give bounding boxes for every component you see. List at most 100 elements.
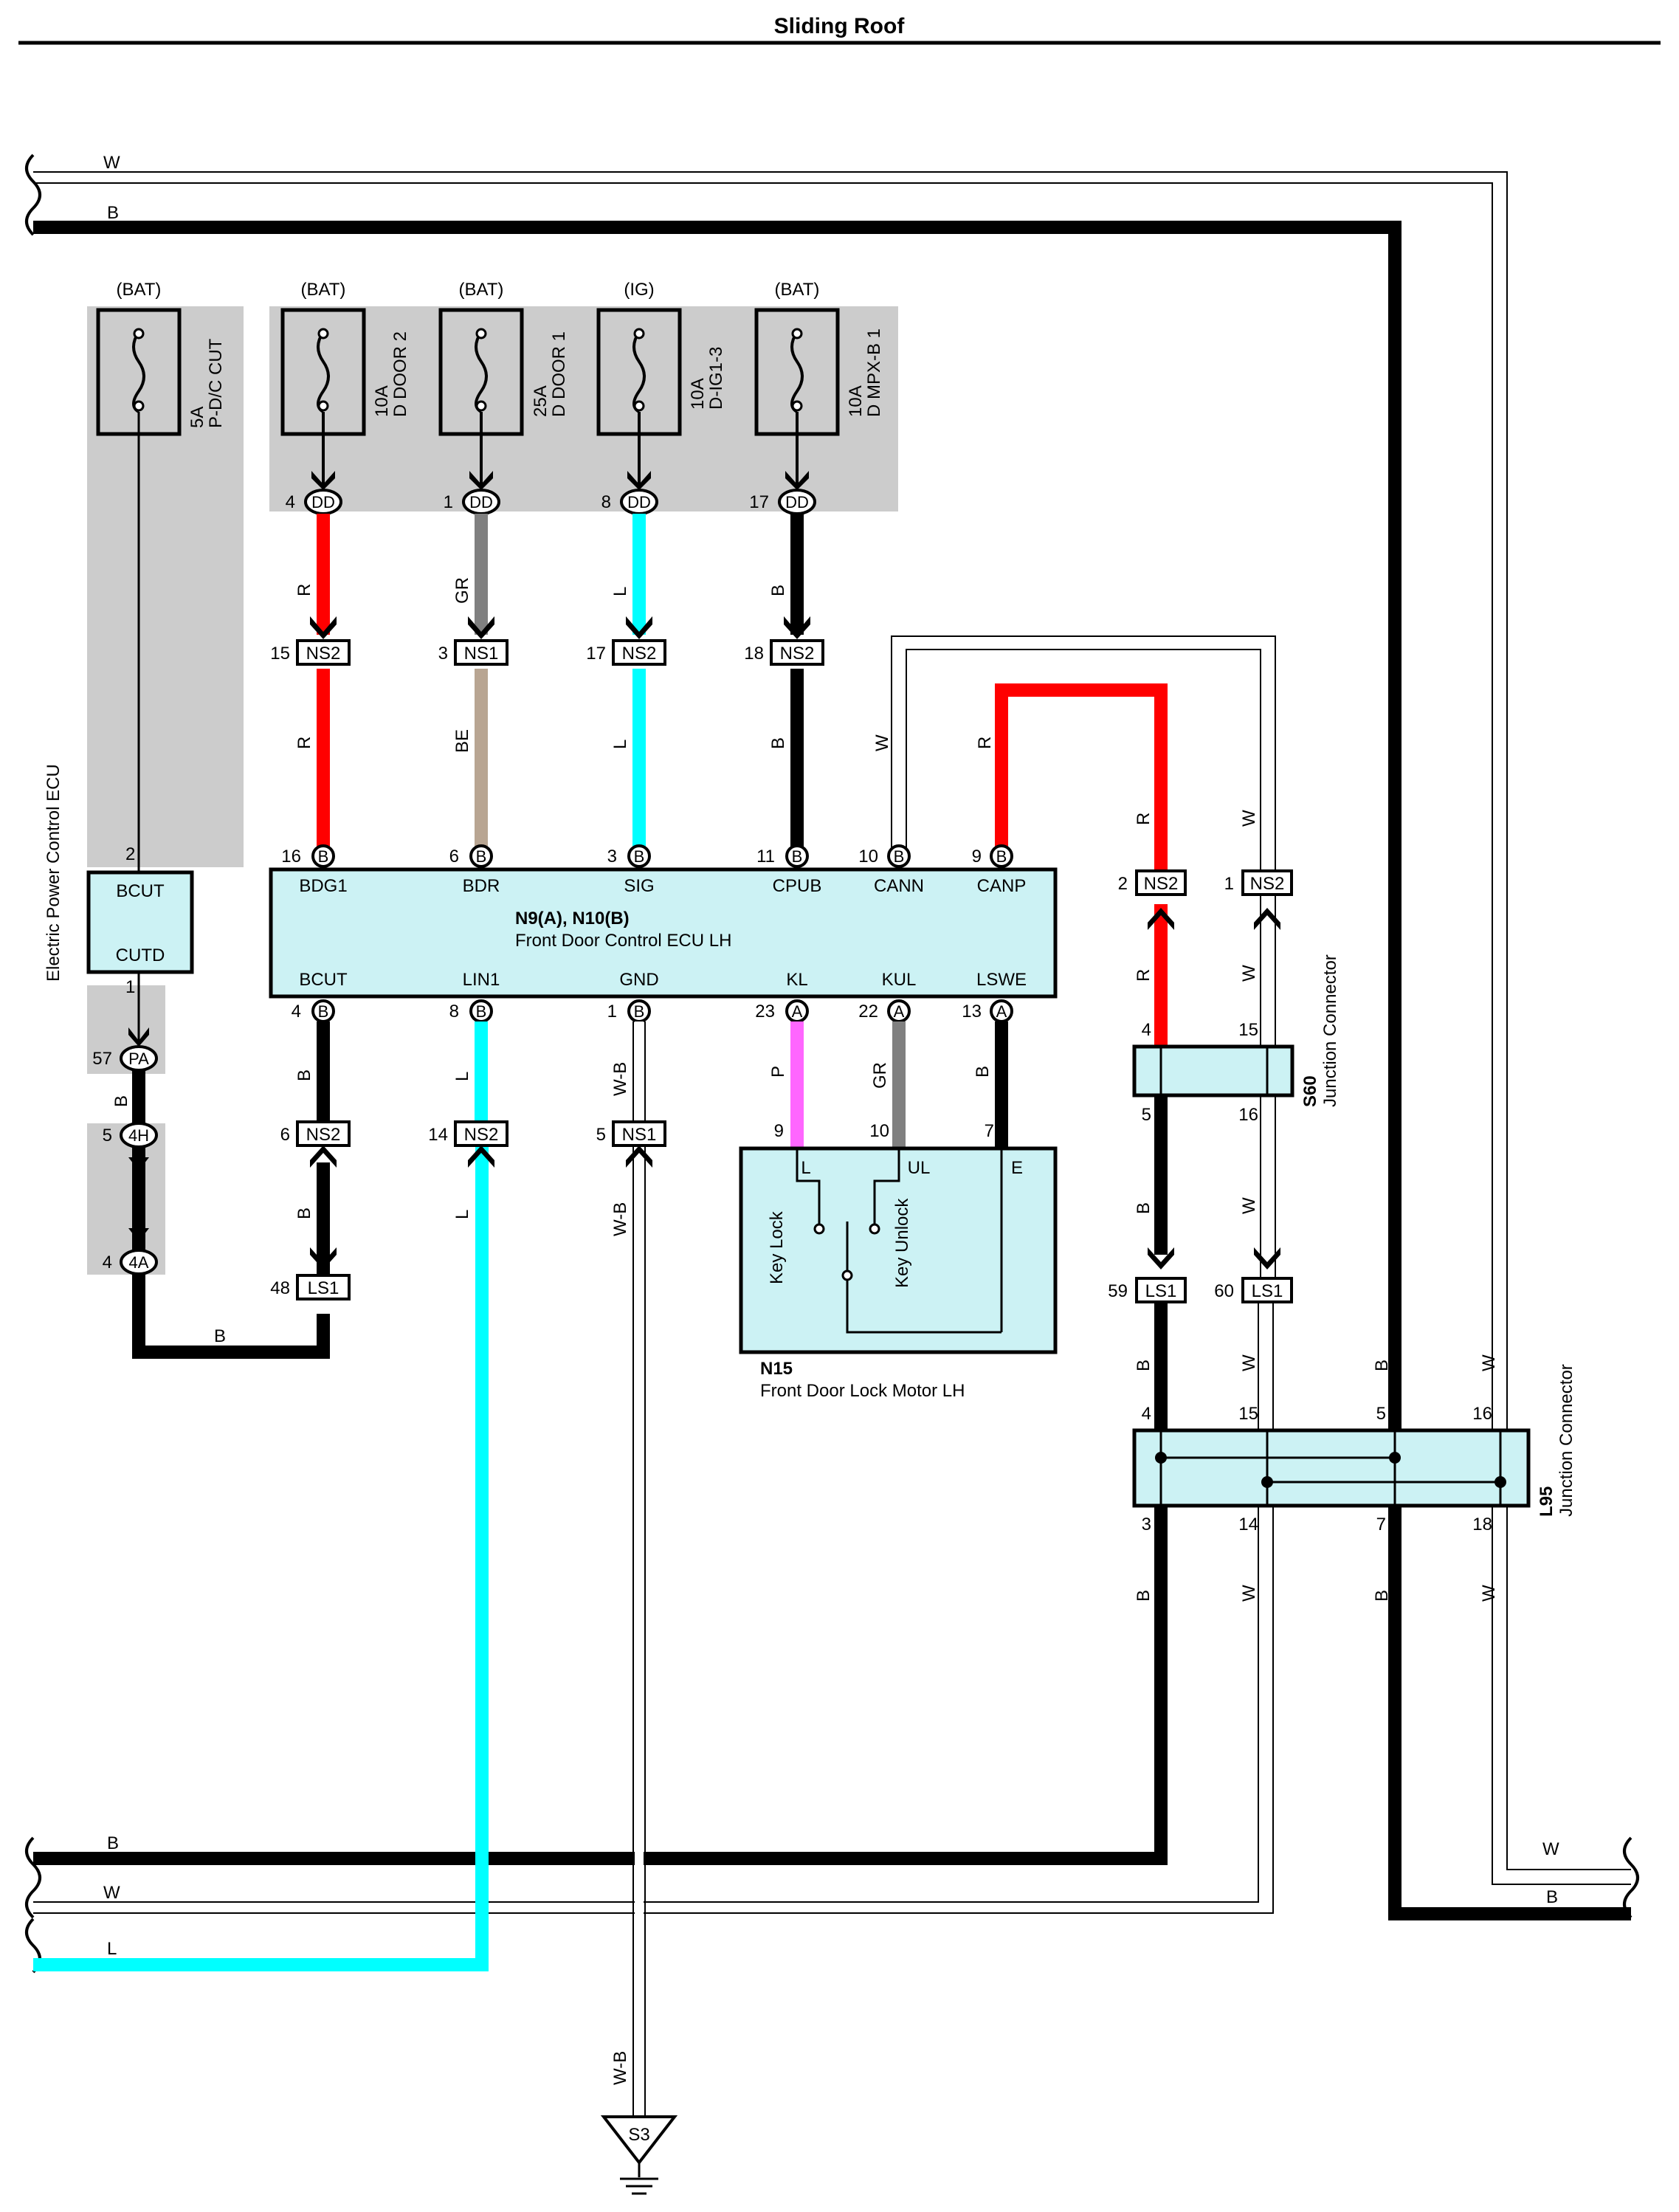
- svg-text:GND: GND: [619, 970, 658, 990]
- svg-text:NS2: NS2: [306, 644, 341, 664]
- svg-text:(BAT): (BAT): [459, 280, 504, 300]
- svg-text:10: 10: [858, 847, 878, 866]
- rail-w-bottom: [33, 1288, 1274, 1914]
- svg-text:LS1: LS1: [1145, 1281, 1177, 1301]
- svg-text:D DOOR 1: D DOOR 1: [549, 331, 569, 417]
- svg-text:8: 8: [449, 1002, 459, 1021]
- dd-2: DD1: [444, 489, 500, 515]
- rail-w-bottom-label: W: [103, 1883, 120, 1903]
- svg-text:R: R: [294, 584, 314, 596]
- 4a-conn: 4A4: [103, 1249, 158, 1275]
- epc-term-bottom: CUTD: [116, 945, 165, 965]
- svg-text:CPUB: CPUB: [773, 876, 822, 896]
- rail-l-bottom: [33, 1144, 489, 1971]
- svg-text:GR: GR: [870, 1062, 890, 1089]
- svg-text:SIG: SIG: [624, 876, 654, 896]
- door-lock-motor: [739, 1146, 1058, 1354]
- svg-text:B: B: [973, 1066, 993, 1078]
- svg-text:L95: L95: [1537, 1486, 1556, 1517]
- svg-text:UL: UL: [908, 1158, 931, 1178]
- svg-text:P-D/C CUT: P-D/C CUT: [206, 338, 226, 428]
- l95-junction: 4 15 5 16 3 14 7 18 L95 Junction Connect…: [1132, 1364, 1576, 1534]
- svg-text:L: L: [610, 740, 630, 749]
- motor-switch-left: Key Lock: [767, 1210, 787, 1284]
- svg-text:(IG): (IG): [624, 280, 654, 300]
- svg-text:57: 57: [92, 1049, 112, 1069]
- svg-text:D-IG1-3: D-IG1-3: [706, 347, 726, 410]
- svg-text:11: 11: [756, 847, 775, 866]
- svg-text:CANN: CANN: [874, 876, 924, 896]
- upper-wires: [317, 514, 804, 856]
- lower-wire-labels: B B L L W-B W-B P GR B W-B: [294, 1062, 993, 2085]
- svg-text:B: B: [111, 1095, 131, 1107]
- svg-text:S3: S3: [628, 2125, 649, 2145]
- svg-text:B: B: [894, 847, 905, 866]
- motor-desc: Front Door Lock Motor LH: [760, 1381, 965, 1401]
- dd-1: DD4: [286, 489, 342, 515]
- svg-text:B: B: [634, 847, 645, 866]
- svg-text:LS1: LS1: [1252, 1281, 1283, 1301]
- svg-text:15: 15: [1238, 1020, 1258, 1040]
- svg-text:16: 16: [1238, 1105, 1258, 1125]
- rail-b-top-label: B: [107, 203, 119, 223]
- svg-text:5: 5: [1376, 1404, 1386, 1424]
- svg-text:BDR: BDR: [463, 876, 500, 896]
- ground-s3: S3: [600, 2115, 678, 2195]
- right-wire-labels: R R W W B W B W B W B W B W: [1134, 810, 1499, 1602]
- svg-text:Junction Connector: Junction Connector: [1320, 954, 1340, 1107]
- svg-text:4: 4: [286, 492, 295, 512]
- motor-switch: [796, 1148, 1003, 1334]
- svg-text:Junction Connector: Junction Connector: [1556, 1364, 1576, 1517]
- svg-text:15: 15: [1238, 1404, 1258, 1424]
- svg-text:L: L: [610, 587, 630, 596]
- svg-text:4H: 4H: [128, 1126, 149, 1145]
- svg-text:4: 4: [1142, 1404, 1151, 1424]
- svg-text:6: 6: [280, 1125, 290, 1145]
- svg-text:18: 18: [744, 644, 764, 664]
- svg-text:9: 9: [774, 1121, 784, 1141]
- svg-text:W: W: [1239, 1197, 1259, 1214]
- epc-term-top: BCUT: [116, 881, 165, 901]
- svg-text:3: 3: [438, 644, 448, 664]
- svg-text:W: W: [1479, 1585, 1499, 1602]
- svg-text:L: L: [452, 1072, 472, 1081]
- rail-w-top: [33, 171, 1631, 1885]
- svg-text:L: L: [452, 1210, 472, 1219]
- svg-text:LS1: LS1: [308, 1278, 339, 1298]
- svg-text:(BAT): (BAT): [117, 280, 162, 300]
- break-marks: [25, 154, 1639, 1974]
- motor-switch-right: Key Unlock: [892, 1198, 912, 1288]
- svg-text:B: B: [996, 847, 1007, 866]
- rail-l-bottom-label: L: [107, 1939, 117, 1959]
- svg-text:W: W: [1239, 1354, 1259, 1371]
- svg-text:DD: DD: [785, 493, 809, 511]
- svg-text:25A: 25A: [531, 385, 551, 417]
- svg-text:4A: 4A: [129, 1253, 149, 1272]
- svg-text:W: W: [1239, 965, 1259, 982]
- svg-text:48: 48: [270, 1278, 290, 1298]
- svg-text:B: B: [768, 585, 788, 596]
- svg-text:DD: DD: [469, 493, 493, 511]
- svg-text:B: B: [1134, 1360, 1154, 1371]
- svg-text:13: 13: [962, 1002, 982, 1021]
- svg-text:BDG1: BDG1: [299, 876, 347, 896]
- lower-wires: [310, 1021, 1008, 2126]
- svg-text:5: 5: [1142, 1105, 1151, 1125]
- svg-text:R: R: [975, 737, 995, 749]
- svg-text:4: 4: [292, 1002, 301, 1021]
- svg-text:B: B: [1372, 1590, 1392, 1602]
- svg-text:R: R: [1134, 969, 1154, 982]
- svg-text:W-B: W-B: [610, 1202, 630, 1236]
- can-wires: W R: [872, 635, 1276, 1288]
- svg-text:NS2: NS2: [1144, 874, 1179, 894]
- epc-ecu: [86, 870, 194, 974]
- svg-text:5: 5: [103, 1126, 112, 1145]
- svg-text:1: 1: [1224, 874, 1234, 894]
- svg-text:3: 3: [1142, 1515, 1151, 1534]
- rail-b-bottom: [33, 1288, 1168, 1865]
